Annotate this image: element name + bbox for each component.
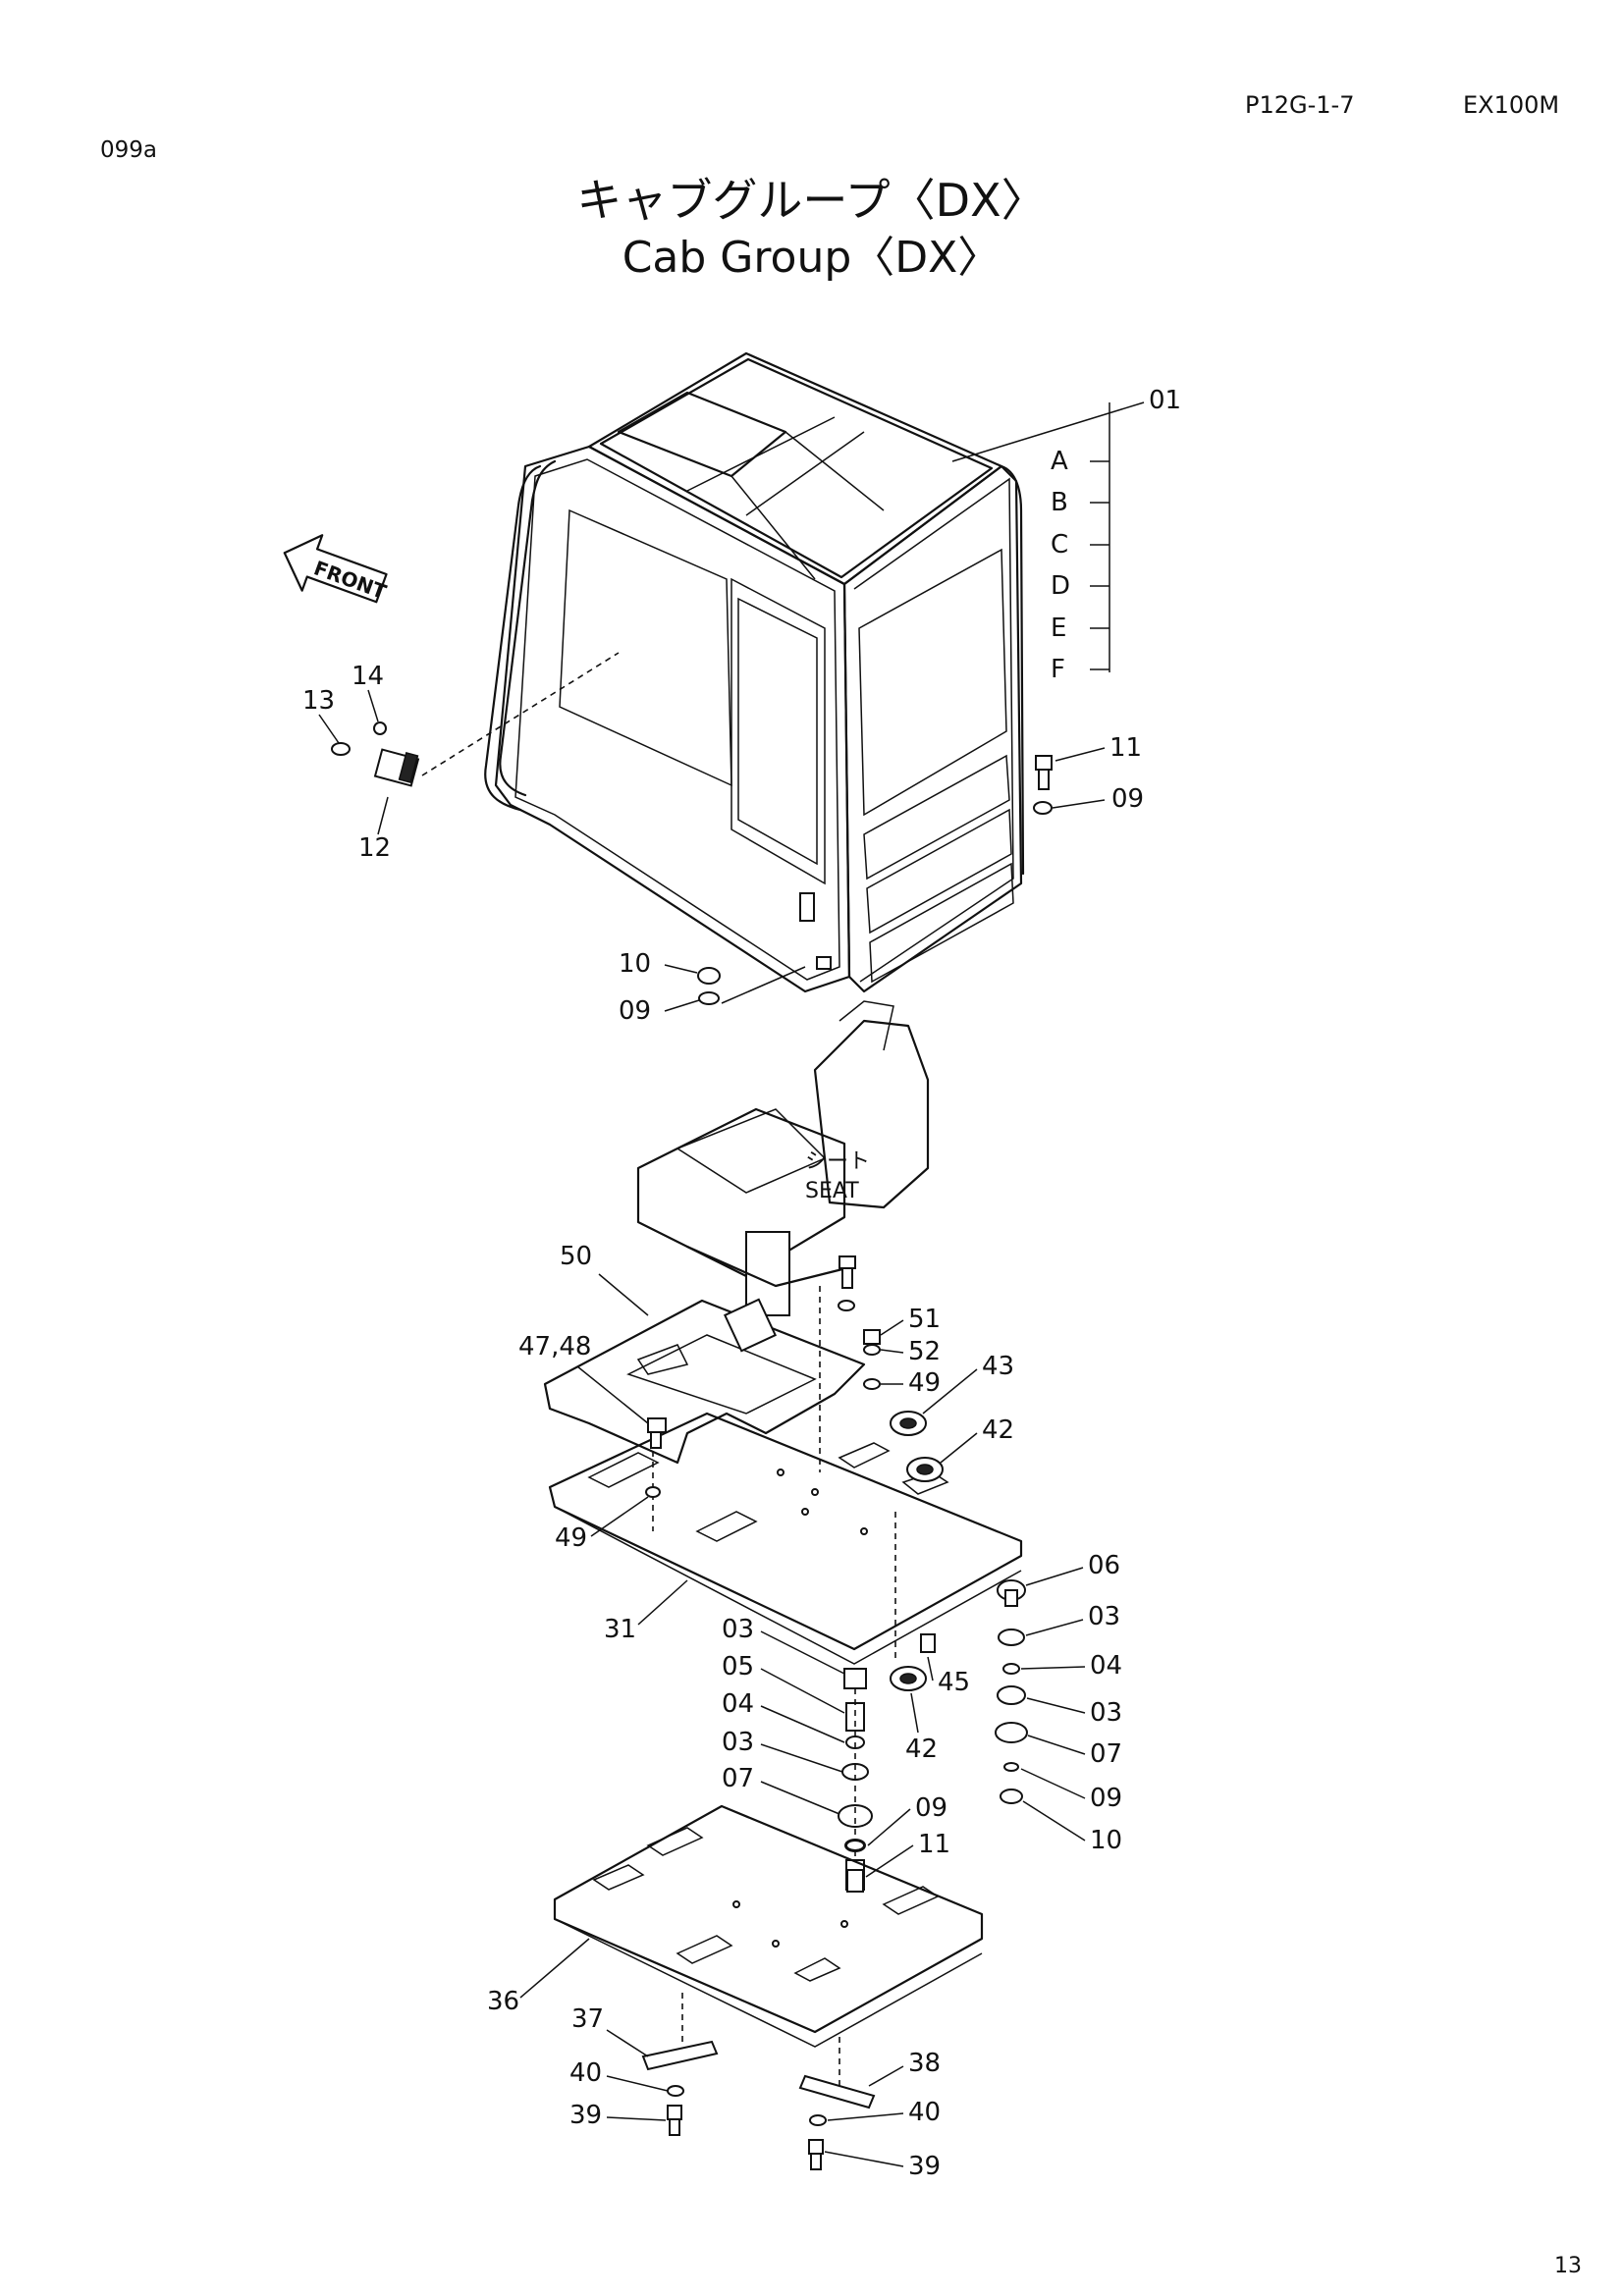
sheet-code: 099a: [100, 137, 157, 163]
callout-39-right: 39: [908, 2152, 941, 2181]
callout-10-right: 10: [1090, 1826, 1122, 1855]
callout-36: 36: [487, 1987, 519, 2016]
callout-40-right: 40: [908, 2098, 941, 2127]
seat-label-en: SEAT: [805, 1179, 859, 1203]
callout-04-left: 04: [722, 1689, 754, 1719]
cab-assembly: [484, 351, 1025, 993]
callout-50: 50: [560, 1242, 592, 1271]
callout-10-cab: 10: [619, 949, 651, 979]
callout-43: 43: [982, 1352, 1014, 1381]
model-code: EX100M: [1463, 91, 1560, 119]
floor-mat: [543, 1298, 866, 1465]
callout-14: 14: [352, 662, 384, 691]
callout-12: 12: [358, 833, 391, 863]
callout-52: 52: [908, 1337, 941, 1366]
callout-47-48: 47,48: [518, 1332, 591, 1362]
callout-42-upper: 42: [982, 1415, 1014, 1445]
callout-38: 38: [908, 2049, 941, 2078]
callout-07-right: 07: [1090, 1739, 1122, 1769]
callout-09-cab: 09: [1111, 784, 1144, 814]
seat: シート SEAT: [636, 1000, 930, 1316]
callout-C: C: [1051, 530, 1068, 560]
callout-13: 13: [302, 686, 335, 716]
callout-42-lower: 42: [905, 1735, 938, 1764]
floor-plate-31: [548, 1286, 1023, 1665]
title-english: Cab Group〈DX〉: [622, 233, 1001, 283]
callout-D: D: [1051, 571, 1070, 601]
callout-11-cab: 11: [1109, 733, 1142, 763]
callout-E: E: [1051, 614, 1066, 643]
callout-09-mid: 09: [915, 1793, 947, 1823]
callout-03-right-top: 03: [1088, 1602, 1120, 1631]
front-label: FRONT: [311, 556, 390, 604]
mount-stack-right: [995, 1579, 1028, 1804]
callout-03-left-top: 03: [722, 1615, 754, 1644]
callout-49-lower: 49: [555, 1523, 587, 1553]
callout-09-right: 09: [1090, 1784, 1122, 1813]
callout-A: A: [1051, 447, 1068, 476]
callout-03-left-mid: 03: [722, 1728, 754, 1757]
title-japanese: キャブグループ〈DX〉: [576, 174, 1047, 227]
callout-11-base: 11: [918, 1830, 950, 1859]
cab-bottom-fasteners: [697, 966, 806, 1005]
callout-05: 05: [722, 1652, 754, 1682]
callout-45: 45: [938, 1668, 970, 1697]
callout-03-right-mid: 03: [1090, 1698, 1122, 1728]
callout-06: 06: [1088, 1551, 1120, 1580]
page-number: 13: [1554, 2254, 1582, 2278]
callout-51: 51: [908, 1305, 941, 1334]
callout-04-right: 04: [1090, 1651, 1122, 1681]
callout-09-cab-bottom: 09: [619, 996, 651, 1026]
callout-49-upper: 49: [908, 1368, 941, 1398]
mount-grommets-center: [890, 1633, 936, 1691]
callout-37: 37: [571, 2004, 604, 2034]
brackets-and-bolts: [641, 1993, 876, 2170]
front-arrow-icon: FRONT: [283, 534, 390, 604]
callout-F: F: [1051, 655, 1065, 684]
callout-39-left: 39: [569, 2101, 602, 2130]
callout-B: B: [1051, 488, 1068, 517]
handle-bracket: [331, 652, 620, 787]
callout-07-left: 07: [722, 1764, 754, 1793]
cab-bolt-11: [1033, 755, 1053, 815]
callouts: 01 A B C D E F 11 09 14 13 12 10 09 50 4…: [302, 386, 1181, 2181]
page-ref: P12G-1-7: [1245, 91, 1355, 119]
seat-label-jp: シート: [805, 1149, 870, 1174]
callout-40-left: 40: [569, 2058, 602, 2088]
callout-31: 31: [604, 1615, 636, 1644]
mat-fasteners: [645, 1255, 944, 1498]
base-plate-36: [553, 1804, 984, 2048]
callout-01: 01: [1149, 386, 1181, 415]
